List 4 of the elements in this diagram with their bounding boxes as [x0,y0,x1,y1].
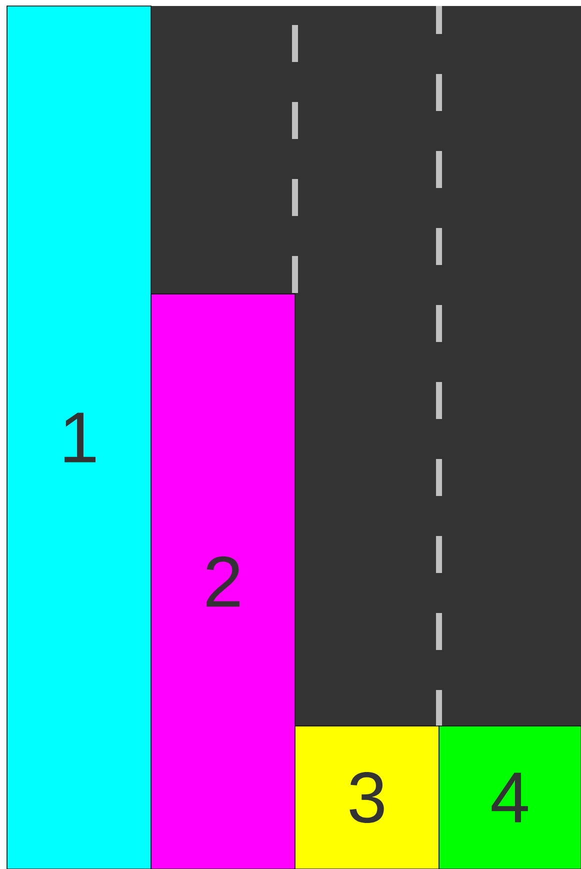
numbered-block: 2 [150,294,296,869]
numbered-block: 1 [6,6,152,869]
numbered-block: 3 [294,726,440,869]
numbered-block: 4 [438,726,581,869]
